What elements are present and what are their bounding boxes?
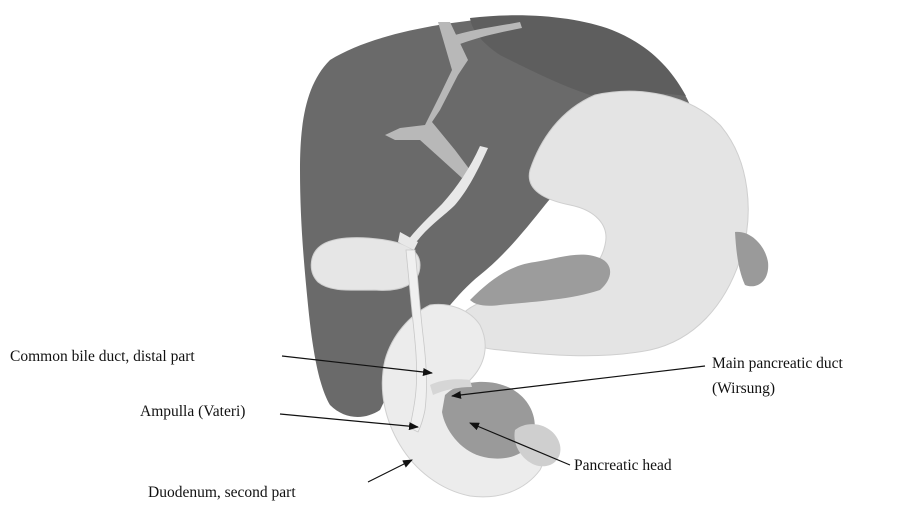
label-main-pancreatic-duct-line1: Main pancreatic duct — [712, 355, 844, 372]
arrow-main-pancreatic-duct — [452, 366, 705, 396]
gallbladder — [311, 238, 420, 291]
spleen-shape — [735, 232, 768, 286]
arrow-duodenum — [368, 460, 412, 482]
label-ampulla: Ampulla (Vateri) — [140, 403, 245, 420]
label-duodenum: Duodenum, second part — [148, 484, 296, 501]
label-common-bile-duct: Common bile duct, distal part — [10, 348, 195, 365]
label-pancreatic-head: Pancreatic head — [574, 457, 672, 474]
label-main-pancreatic-duct-line2: (Wirsung) — [712, 380, 775, 397]
